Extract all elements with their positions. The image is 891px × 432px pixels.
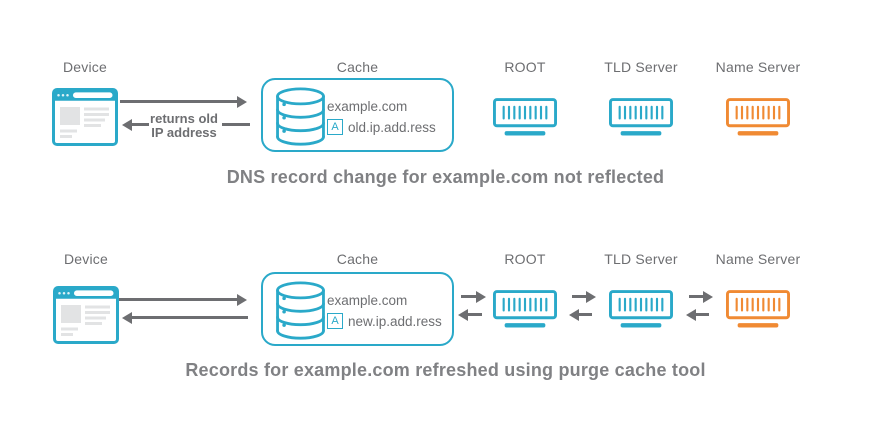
record-type-badge: A [327, 313, 343, 329]
cache-label: Cache [336, 251, 379, 267]
database-icon [274, 281, 327, 341]
device-label: Device [63, 59, 107, 75]
response-arrow-line [222, 123, 250, 126]
cache-to-root-arrow [461, 295, 476, 298]
cache-box: example.com A new.ip.add.ress [261, 272, 454, 346]
device-label: Device [64, 251, 108, 267]
response-arrow-left [132, 123, 149, 126]
browser-window-icon [52, 88, 118, 146]
response-label: returns old IP address [150, 111, 218, 140]
root-server-icon [493, 290, 557, 330]
cache-record: A old.ip.add.ress [327, 119, 436, 135]
database-icon [274, 87, 327, 147]
root-label: ROOT [504, 59, 546, 75]
cache-domain: example.com [327, 99, 408, 114]
root-label: ROOT [504, 251, 546, 267]
query-arrow-right [120, 100, 237, 103]
cache-domain: example.com [327, 293, 408, 308]
response-arrow-left [132, 316, 248, 319]
diagram2-caption: Records for example.com refreshed using … [185, 360, 706, 380]
tld-to-root-arrow [579, 313, 592, 316]
root-to-tld-arrow [572, 295, 586, 298]
cache-box: example.com A old.ip.add.ress [261, 78, 454, 152]
tld-label: TLD Server [604, 251, 678, 267]
record-value: new.ip.add.ress [348, 313, 442, 329]
tld-server-icon [609, 290, 673, 330]
nameserver-to-tld-arrow [696, 313, 709, 316]
nameserver-label: Name Server [715, 251, 801, 267]
record-value: old.ip.add.ress [348, 119, 436, 135]
tld-to-nameserver-arrow [689, 295, 703, 298]
nameserver-label: Name Server [715, 59, 801, 75]
name-server-icon [726, 290, 790, 330]
cache-label: Cache [336, 59, 379, 75]
cache-record: A new.ip.add.ress [327, 313, 442, 329]
record-type-badge: A [327, 119, 343, 135]
tld-label: TLD Server [604, 59, 678, 75]
root-to-cache-arrow [468, 313, 482, 316]
diagram1-caption: DNS record change for example.com not re… [226, 167, 665, 187]
query-arrow-right [119, 298, 237, 301]
name-server-icon [726, 98, 790, 138]
root-server-icon [493, 98, 557, 138]
browser-window-icon [53, 286, 119, 344]
tld-server-icon [609, 98, 673, 138]
